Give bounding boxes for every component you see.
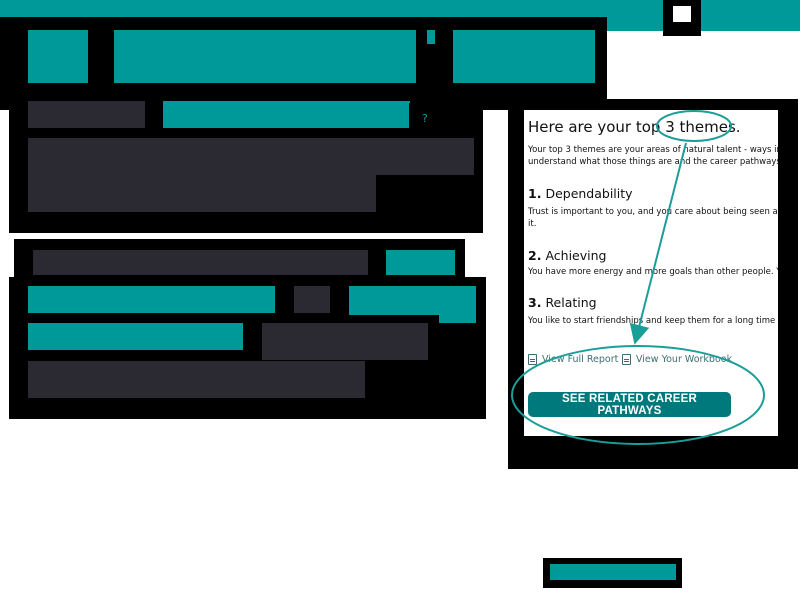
document-icon xyxy=(528,354,537,365)
intro-line-1: Your top 3 themes are your areas of natu… xyxy=(528,145,778,155)
view-workbook-link[interactable]: View Your Workbook xyxy=(622,354,732,365)
redacted-footer-fill xyxy=(550,564,676,580)
help-icon[interactable]: ? xyxy=(409,103,442,130)
redacted-text-4 xyxy=(28,175,376,212)
redacted-text-2 xyxy=(163,101,410,128)
theme-1-desc-1: Trust is important to you, and you care … xyxy=(528,207,778,217)
redacted-tile-4 xyxy=(453,30,595,83)
redacted-text-12 xyxy=(28,361,365,398)
see-career-pathways-button[interactable]: SEE RELATED CAREER PATHWAYS xyxy=(528,392,731,417)
header-close-button[interactable] xyxy=(663,0,701,36)
redacted-text-3 xyxy=(28,138,474,175)
intro-line-2: understand what those things are and the… xyxy=(528,157,778,167)
redacted-text-10 xyxy=(28,323,243,350)
view-full-report-link[interactable]: View Full Report xyxy=(528,354,618,365)
theme-1-desc-2: it. xyxy=(528,219,537,229)
redacted-tile-3 xyxy=(427,30,435,44)
theme-2-desc: You have more energy and more goals than… xyxy=(528,267,778,277)
redacted-text-11 xyxy=(262,323,428,360)
themes-card: Here are your top 3 themes. Your top 3 t… xyxy=(524,110,778,436)
redacted-text-8 xyxy=(294,286,330,313)
themes-heading: Here are your top 3 themes. xyxy=(528,118,741,136)
workbook-icon xyxy=(622,354,631,365)
redacted-text-7 xyxy=(28,286,275,313)
redacted-text-6 xyxy=(386,250,455,275)
redacted-text-5 xyxy=(33,250,368,275)
theme-3-title: 3. Relating xyxy=(528,295,597,310)
theme-1-title: 1. Dependability xyxy=(528,186,633,201)
redacted-text-1 xyxy=(28,101,145,128)
redacted-tile-2 xyxy=(114,30,416,83)
theme-2-title: 2. Achieving xyxy=(528,248,607,263)
redacted-tile-1 xyxy=(28,30,88,83)
theme-3-desc: You like to start friendships and keep t… xyxy=(528,316,778,326)
